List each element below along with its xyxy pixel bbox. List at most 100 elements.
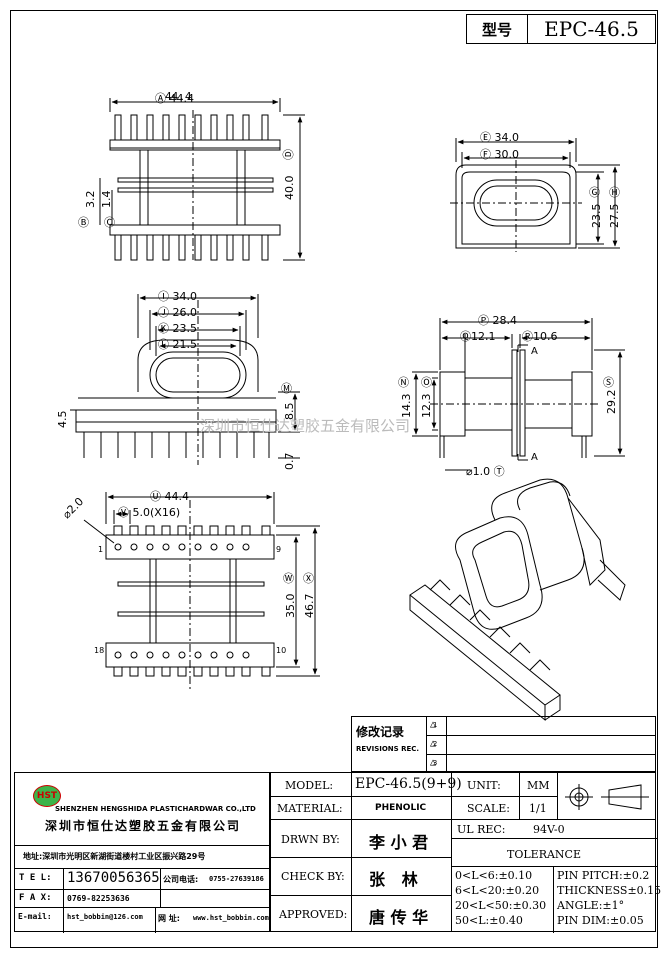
tol-1: 0<L<6:±0.10 <box>455 869 533 882</box>
dim-B: Ⓑ <box>78 216 89 229</box>
dim-G-value: 23.5 <box>590 203 603 229</box>
dim-H-value: 27.5 <box>608 203 621 229</box>
dim-K-value: 23.5 <box>172 322 198 335</box>
pin-1-label: 1 <box>98 545 104 554</box>
web-value: www.hst_bobbin.com <box>193 914 269 922</box>
dim-P-value: 28.4 <box>492 314 518 327</box>
dim-D: Ⓓ <box>282 149 295 160</box>
pin-9-label: 9 <box>276 545 282 554</box>
dimension-labels: 44.4 <box>165 90 192 103</box>
dim-B-value: 3.2 <box>84 190 97 209</box>
revision-block: 修改记录 REVISIONS REC. △1 △2 △3 <box>351 716 656 772</box>
dim-C-value: 1.4 <box>100 190 113 209</box>
drawn-label: DRWN BY: <box>281 833 340 846</box>
dim-A-value: 44.4 <box>169 92 195 105</box>
unit-label: UNIT: <box>467 779 501 792</box>
dim-L: Ⓛ 21.5 <box>158 338 197 351</box>
dim-J: Ⓙ 26.0 <box>158 306 198 319</box>
revision-mark-1: △1 <box>430 719 438 730</box>
pin-dim: PIN DIM:±0.05 <box>557 914 644 927</box>
dim-V: Ⓥ 5.0(X16) <box>118 506 181 519</box>
model-header: 型号 EPC-46.5 <box>466 14 656 44</box>
dim-X: Ⓧ <box>303 572 314 585</box>
ulrec-value: 94V-0 <box>533 823 565 836</box>
web-label: 网 址: <box>158 914 180 923</box>
scale-label: SCALE: <box>467 802 510 815</box>
unit-value: MM <box>527 779 550 792</box>
isometric-view <box>409 478 626 722</box>
watermark: 深圳市恒仕达塑胶五金有限公司 <box>200 417 411 435</box>
side-view-top-left <box>99 98 305 261</box>
tel-label: T E L: <box>19 873 52 883</box>
revision-label-en: REVISIONS REC. <box>356 745 420 753</box>
approved-label: APPROVED: <box>279 908 348 921</box>
dim-O-value: 12.3 <box>420 393 433 419</box>
thickness: THICKNESS±0.15 <box>557 884 662 897</box>
company-tel-value: 0755-27639186 <box>209 875 264 883</box>
dim-Q-value: 12.1 <box>471 330 496 343</box>
dim-W-value: 35.0 <box>284 593 297 619</box>
material-value: PHENOLIC <box>375 803 427 813</box>
email-label: E-mail: <box>18 912 52 921</box>
company-address: 地址:深圳市光明区新湖街道楼村工业区振兴路29号 <box>23 852 206 861</box>
company-name-cn: 深圳市恒仕达塑胶五金有限公司 <box>45 819 242 833</box>
dim-0-7-value: 0.7 <box>283 452 296 471</box>
dim-G: Ⓖ <box>589 186 600 199</box>
dim-O: Ⓞ <box>421 376 432 389</box>
dim-W: Ⓦ <box>283 572 294 585</box>
pin-18-label: 18 <box>94 646 105 655</box>
revision-mark-3: △3 <box>430 757 438 768</box>
pin-10-label: 10 <box>276 646 287 655</box>
dim-K: Ⓚ 23.5 <box>158 322 198 335</box>
dim-X-value: 46.7 <box>303 593 316 619</box>
title-block: MODEL: EPC-46.5(9+9) MATERIAL: PHENOLIC … <box>270 772 661 933</box>
check-label: CHECK BY: <box>281 870 345 883</box>
side-section-middle-right <box>412 318 625 471</box>
end-view-top-right <box>450 138 620 252</box>
model-label: MODEL: <box>285 779 334 792</box>
section-A-top: A <box>531 346 538 357</box>
model-value: EPC-46.5(9+9) <box>355 776 462 792</box>
dim-Q: Ⓠ12.1 <box>460 330 496 343</box>
model-header-label: 型号 <box>467 15 528 43</box>
dim-R: Ⓡ10.6 <box>522 330 558 343</box>
dim-H: Ⓗ <box>609 186 620 199</box>
dim-U-value: 44.4 <box>164 490 190 503</box>
dim-U: Ⓤ 44.4 <box>150 490 190 503</box>
company-name-en: SHENZHEN HENGSHIDA PLASTICHARDWAR CO.,LT… <box>55 805 256 813</box>
company-logo: HST <box>33 785 61 807</box>
dim-V-value: 5.0(X16) <box>132 506 181 519</box>
dim-N: Ⓝ <box>398 376 409 389</box>
front-view-middle-left <box>70 294 300 465</box>
dim-E-value: 34.0 <box>494 131 520 144</box>
approved-value: 唐 传 华 <box>369 908 429 927</box>
company-tel-label: 公司电话: <box>163 875 199 884</box>
scale-value: 1/1 <box>529 802 547 815</box>
dim-J-value: 26.0 <box>172 306 198 319</box>
email-value: hst_bobbin@126.com <box>67 913 143 921</box>
fax-label: F A X: <box>19 893 52 903</box>
pin-pitch: PIN PITCH:±0.2 <box>557 869 650 882</box>
fax-value: 0769-82253636 <box>67 894 130 903</box>
dim-P: Ⓟ 28.4 <box>478 314 518 327</box>
dim-T: ⌀1.0 Ⓣ <box>466 465 505 478</box>
pin-view-bottom-left <box>83 492 320 690</box>
dim-S: Ⓢ <box>603 376 614 389</box>
drawing-frame <box>10 10 658 948</box>
ulrec-label: UL REC: <box>457 823 506 836</box>
tol-3: 20<L<50:±0.30 <box>455 899 547 912</box>
dim-4-5-value: 4.5 <box>56 410 69 429</box>
dim-S-value: 29.2 <box>605 389 618 415</box>
model-header-value: EPC-46.5 <box>544 17 639 41</box>
tol-4: 50<L:±0.40 <box>455 914 523 927</box>
dim-A: Ⓐ 44.4 <box>155 92 195 105</box>
revision-label-cn: 修改记录 <box>356 725 405 739</box>
dim-I-value: 34.0 <box>172 290 198 303</box>
dim-D-value: 40.0 <box>283 175 296 201</box>
angle: ANGLE:±1° <box>557 899 625 912</box>
section-A-bottom: A <box>531 452 538 463</box>
dim-F: Ⓕ 30.0 <box>480 148 519 161</box>
dim-M: Ⓜ <box>281 382 292 395</box>
projection-symbol-icon <box>565 784 649 810</box>
